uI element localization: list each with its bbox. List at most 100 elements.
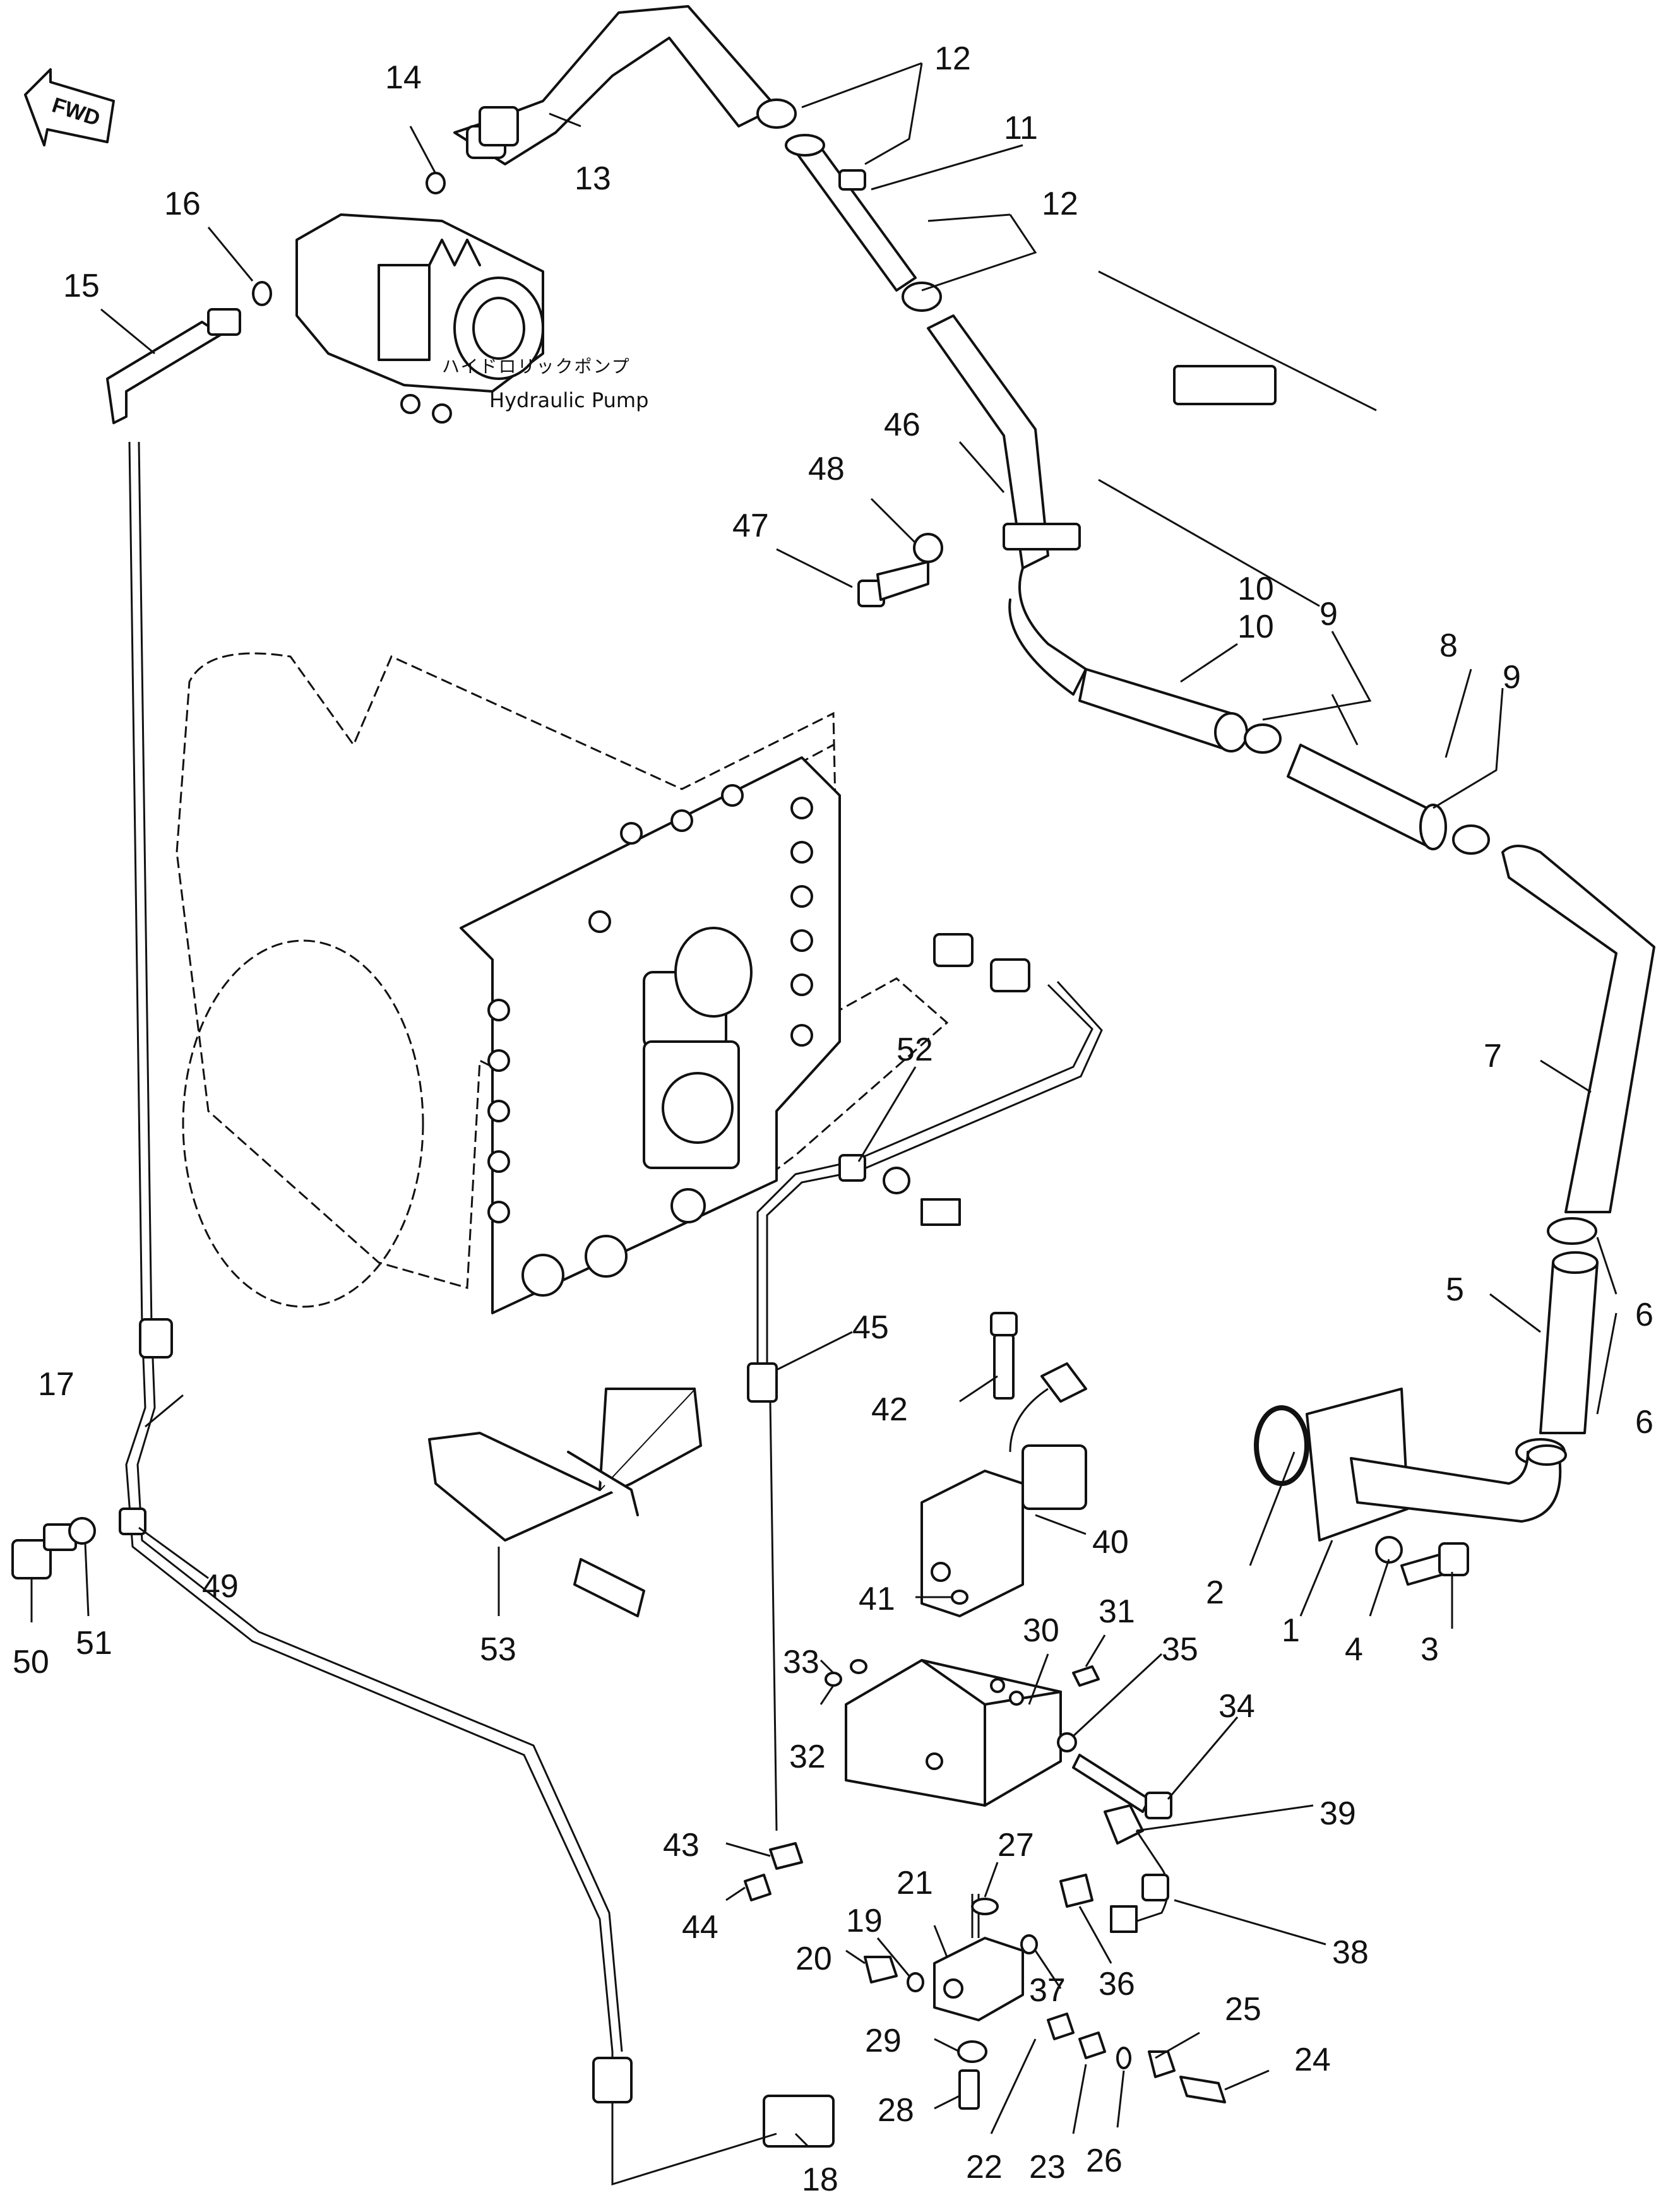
callout-19: 19	[846, 1903, 883, 1939]
callout-20: 20	[795, 1941, 832, 1977]
elbow-39	[1104, 1804, 1144, 1845]
o-ring-27	[971, 1898, 999, 1915]
part-18-block	[763, 2095, 835, 2148]
callout-36: 36	[1099, 1966, 1135, 2002]
callout-3: 3	[1421, 1631, 1439, 1668]
callout-4: 4	[1345, 1631, 1363, 1668]
part-7-hose	[1501, 845, 1655, 1213]
callout-21: 21	[897, 1865, 933, 1901]
callout-40: 40	[1092, 1524, 1129, 1561]
leader-lines	[30, 62, 1617, 2148]
pump-label-jp: ハイドロリックポンプ	[442, 356, 631, 377]
callout-50: 50	[13, 1644, 49, 1680]
callout-16: 16	[164, 186, 201, 222]
callout-34: 34	[1218, 1688, 1255, 1725]
callout-9a: 9	[1320, 596, 1338, 633]
callout-12b: 12	[1042, 186, 1078, 222]
solenoid-valve-40	[920, 1362, 1087, 1617]
callout-10a: 10	[1237, 571, 1274, 607]
o-ring-37	[1020, 1934, 1038, 1954]
callout-15: 15	[63, 268, 100, 304]
callout-2: 2	[1206, 1574, 1224, 1611]
callout-11: 11	[1004, 110, 1038, 146]
clamp-6a	[1547, 1217, 1597, 1245]
washer-48	[913, 533, 943, 563]
callout-labels: 1 2 3 4 5 6 6 7 8 9 9 10 10 11 12 12 13 …	[13, 40, 1653, 2198]
bolt-50	[11, 1523, 77, 1579]
callout-30: 30	[1023, 1612, 1059, 1649]
parts-22-26	[1047, 2013, 1226, 2103]
washer-35	[1057, 1732, 1077, 1752]
callout-14: 14	[385, 59, 422, 96]
o-ring-14	[426, 172, 446, 194]
callout-49: 49	[202, 1568, 239, 1605]
callout-51: 51	[76, 1625, 112, 1662]
part-10-hose	[1078, 668, 1248, 752]
pump-label-en: Hydraulic Pump	[489, 388, 648, 412]
elbow-36	[1059, 1874, 1093, 1908]
callout-44: 44	[682, 1909, 718, 1946]
washer-51	[68, 1517, 96, 1545]
part-45-tube	[747, 933, 1103, 1831]
callout-7: 7	[1484, 1038, 1502, 1074]
housing-bolts	[487, 784, 813, 1223]
callout-48: 48	[808, 451, 845, 487]
spacer-block	[1173, 365, 1277, 405]
callout-6a: 6	[1635, 1297, 1653, 1333]
o-ring-41	[951, 1590, 968, 1605]
part-15-elbow	[106, 308, 241, 424]
callout-17: 17	[38, 1366, 74, 1403]
callout-47: 47	[732, 508, 769, 544]
plug-31	[1072, 1665, 1100, 1687]
callout-38: 38	[1332, 1934, 1369, 1971]
callout-31: 31	[1099, 1593, 1135, 1630]
clamp-9b	[1452, 824, 1490, 855]
callout-10b: 10	[1237, 609, 1274, 645]
washer-4	[1375, 1536, 1403, 1564]
o-ring-2	[1254, 1405, 1309, 1486]
callout-46: 46	[884, 407, 920, 443]
callout-24: 24	[1294, 2042, 1331, 2078]
part-11-tube	[785, 134, 917, 292]
callout-39: 39	[1320, 1795, 1356, 1832]
callout-41: 41	[859, 1581, 895, 1617]
o-ring-16	[252, 281, 272, 306]
tube-38	[1110, 1830, 1169, 1933]
callout-43: 43	[663, 1827, 700, 1864]
callout-28: 28	[878, 2092, 914, 2129]
valve-block-21	[933, 1894, 1024, 2021]
part-13-hose	[453, 5, 778, 165]
callout-29: 29	[865, 2023, 902, 2059]
clamp-12a	[756, 98, 797, 129]
hydraulic-pump: ハイドロリックポンプ Hydraulic Pump	[295, 213, 648, 424]
callout-22: 22	[966, 2149, 1003, 2185]
callout-45: 45	[852, 1309, 889, 1346]
callout-52: 52	[897, 1032, 933, 1068]
clamp-12b	[902, 282, 942, 312]
fwd-arrow-icon: FWD	[24, 68, 115, 146]
callout-8: 8	[1439, 627, 1458, 664]
callout-53: 53	[480, 1631, 516, 1668]
bolt-3	[1400, 1542, 1469, 1586]
callout-5: 5	[1446, 1271, 1464, 1308]
callout-32: 32	[789, 1739, 826, 1775]
nut-52	[883, 1167, 910, 1194]
callout-23: 23	[1029, 2149, 1066, 2185]
bolt-52	[920, 1198, 961, 1226]
plug-44	[744, 1874, 771, 1901]
bolt-28	[958, 2069, 980, 2110]
callout-33: 33	[783, 1644, 819, 1680]
callout-1: 1	[1282, 1612, 1300, 1649]
o-ring-33	[850, 1659, 867, 1674]
callout-27: 27	[998, 1827, 1034, 1864]
manifold-block-30	[845, 1659, 1062, 1807]
callout-37: 37	[1029, 1972, 1066, 2009]
part-8-pipe	[1287, 744, 1447, 850]
callout-35: 35	[1162, 1631, 1198, 1668]
dash-line-top	[1098, 270, 1377, 412]
bracket-53	[428, 1388, 702, 1617]
nut-20	[864, 1956, 898, 1983]
transmission-housing	[176, 652, 949, 1314]
bolt-34	[1072, 1754, 1172, 1819]
callout-12a: 12	[934, 40, 971, 77]
